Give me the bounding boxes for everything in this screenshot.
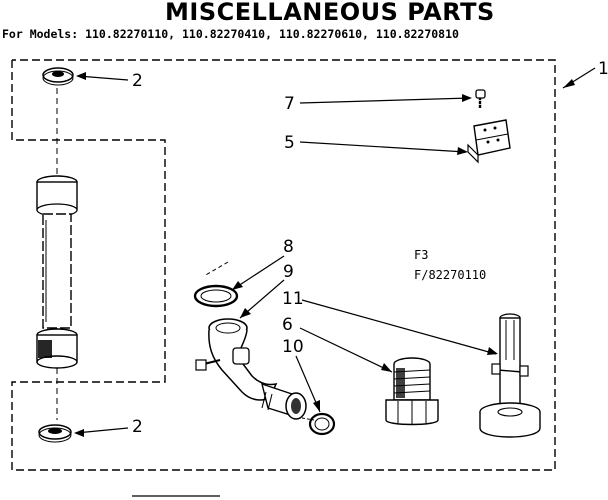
figure-code-line1: F3	[414, 248, 428, 262]
leader-nozzle	[299, 327, 393, 373]
assembly-boundary	[11, 59, 556, 471]
leader-washer-top	[77, 75, 129, 81]
callout-shaft: 11	[282, 289, 304, 309]
bracket	[467, 119, 511, 164]
o-ring-lower	[301, 412, 336, 436]
callout-washer-top: 2	[132, 71, 143, 91]
elbow-hose	[195, 261, 307, 420]
leader-bracket	[299, 141, 467, 153]
callout-o-ring-lower: 10	[282, 337, 304, 357]
callout-bracket: 5	[284, 133, 295, 153]
callout-assembly: 1	[598, 59, 608, 79]
washer-bottom	[38, 424, 72, 443]
callout-elbow: 9	[283, 262, 294, 282]
coupling-shaft	[36, 175, 78, 369]
callout-nozzle: 6	[282, 315, 293, 335]
callout-o-ring-upper: 8	[283, 237, 294, 257]
figure-code-line2: F/82270110	[414, 268, 486, 282]
agitator-shaft	[479, 313, 541, 438]
leader-screw	[299, 97, 471, 104]
o-ring-upper	[193, 284, 239, 308]
models-line: For Models: 110.82270110, 110.82270410, …	[2, 27, 459, 41]
diagram-title: MISCELLANEOUS PARTS	[165, 0, 495, 26]
threaded-nozzle	[385, 357, 439, 426]
screw	[475, 89, 486, 108]
leader-shaft	[301, 299, 497, 355]
callout-washer-bottom: 2	[132, 417, 143, 437]
leader-washer-bottom	[75, 427, 129, 434]
callout-screw: 7	[284, 94, 295, 114]
washer-top	[42, 67, 74, 86]
